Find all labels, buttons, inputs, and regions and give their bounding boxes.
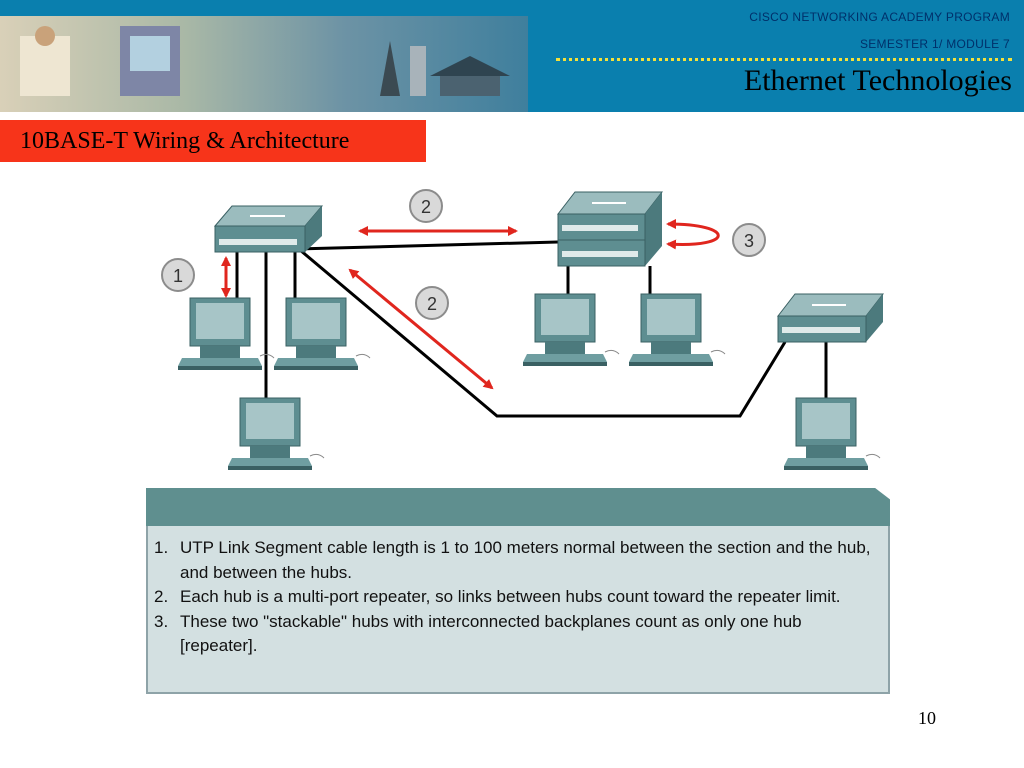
semester-module: SEMESTER 1/ MODULE 7 xyxy=(859,37,1010,51)
notes-list: 1. UTP Link Segment cable length is 1 to… xyxy=(154,536,874,659)
notes-panel-header xyxy=(146,488,890,526)
monitor-screen xyxy=(130,36,170,71)
person-head xyxy=(35,26,55,46)
eiffel-tower xyxy=(380,41,400,96)
header-top-band xyxy=(0,0,528,16)
note-text: These two "stackable" hubs with intercon… xyxy=(180,611,802,656)
slide-subtitle: 10BASE-T Wiring & Architecture xyxy=(20,128,350,154)
program-name: CISCO NETWORKING ACADEMY PROGRAM xyxy=(749,10,1010,24)
notes-panel-body xyxy=(146,526,890,694)
callout-2a-label: 2 xyxy=(421,197,431,217)
note-number: 3. xyxy=(154,611,169,631)
page-number: 10 xyxy=(918,708,936,728)
pc-6 xyxy=(783,397,881,471)
stackable-hubs xyxy=(556,191,664,267)
callout-2b: 2 xyxy=(415,286,449,320)
pc-1 xyxy=(177,297,275,371)
note-item: 3. These two "stackable" hubs with inter… xyxy=(154,610,874,659)
pagoda-roof xyxy=(430,56,510,76)
note-item: 2. Each hub is a multi-port repeater, so… xyxy=(154,585,874,610)
hub-left xyxy=(213,205,324,253)
note-number: 1. xyxy=(154,538,169,557)
page-title: Ethernet Technologies xyxy=(743,64,1012,97)
pagoda-base xyxy=(440,76,500,96)
hub-right xyxy=(776,293,885,343)
pc-4 xyxy=(522,293,620,367)
notes-panel: 1. UTP Link Segment cable length is 1 to… xyxy=(146,488,890,694)
pc-3 xyxy=(227,397,325,471)
callout-3-label: 3 xyxy=(744,231,754,251)
note-text: Each hub is a multi-port repeater, so li… xyxy=(180,587,841,606)
callout-2b-label: 2 xyxy=(427,294,437,314)
dotted-rule xyxy=(556,58,1012,61)
arrow-hub-to-remote xyxy=(348,268,494,390)
note-text: UTP Link Segment cable length is 1 to 10… xyxy=(180,538,871,582)
slide-header: CISCO NETWORKING ACADEMY PROGRAM SEMESTE… xyxy=(0,0,1024,112)
subtitle-banner xyxy=(0,120,426,162)
note-number: 2. xyxy=(154,587,169,606)
callout-1-label: 1 xyxy=(173,266,183,286)
callout-2a: 2 xyxy=(409,189,443,223)
header-art-shapes xyxy=(20,26,510,96)
pc-5 xyxy=(628,293,726,367)
pc-2 xyxy=(273,297,371,371)
header-illustration xyxy=(0,16,528,112)
callout-1: 1 xyxy=(161,258,195,292)
callout-3: 3 xyxy=(732,223,766,257)
arrow-stack-backplane xyxy=(666,219,720,250)
tower-building xyxy=(410,46,426,96)
note-item: 1. UTP Link Segment cable length is 1 to… xyxy=(154,536,874,585)
